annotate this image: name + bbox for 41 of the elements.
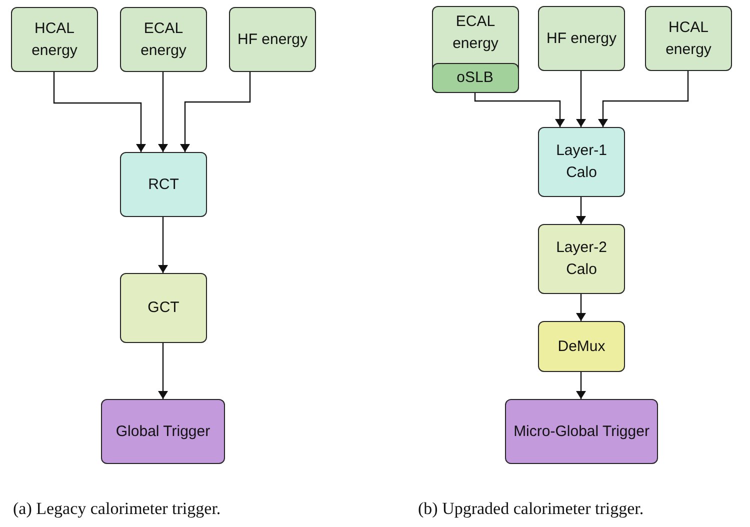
process-box: [505, 399, 658, 464]
arrow: [53, 72, 146, 152]
box-label: Micro-Global Trigger: [512, 422, 650, 442]
box-label: DeMux: [556, 336, 606, 356]
box-label: Layer-1 Calo: [555, 141, 608, 183]
process-box: [101, 399, 225, 464]
arrow: [158, 343, 168, 399]
arrow: [158, 217, 168, 273]
arrow: [576, 197, 586, 224]
box-label: HCAL energy: [30, 18, 78, 60]
arrow: [180, 72, 251, 152]
box-label: ECAL energy: [452, 12, 500, 54]
process-box: [538, 6, 625, 71]
process-box: [432, 62, 518, 92]
arrow: [598, 71, 689, 127]
box-label: HCAL energy: [664, 18, 712, 60]
process-box: [229, 7, 316, 72]
process-box: [645, 6, 732, 71]
arrow: [576, 71, 586, 127]
box-label: Layer-2 Calo: [555, 238, 608, 280]
process-box: [11, 7, 98, 72]
box-label: ECAL energy: [140, 18, 188, 60]
process-box: [538, 224, 625, 294]
subfigure-caption: (b) Upgraded calorimeter trigger.: [418, 498, 644, 520]
box-label: oSLB: [456, 68, 494, 88]
process-box: [120, 273, 207, 343]
arrow: [576, 372, 586, 399]
process-box: [120, 152, 207, 217]
arrow: [158, 72, 168, 152]
subfigure-caption: (a) Legacy calorimeter trigger.: [13, 498, 221, 520]
process-box: [538, 127, 625, 197]
arrow: [474, 93, 565, 127]
process-box: [538, 321, 625, 372]
arrow: [576, 294, 586, 321]
process-box: [120, 7, 207, 72]
box-label: HF energy: [545, 28, 618, 48]
box-label: Global Trigger: [114, 422, 212, 442]
process-box: [432, 6, 519, 93]
box-label: GCT: [146, 298, 180, 318]
box-label: RCT: [147, 174, 180, 194]
box-label: HF energy: [236, 30, 309, 50]
